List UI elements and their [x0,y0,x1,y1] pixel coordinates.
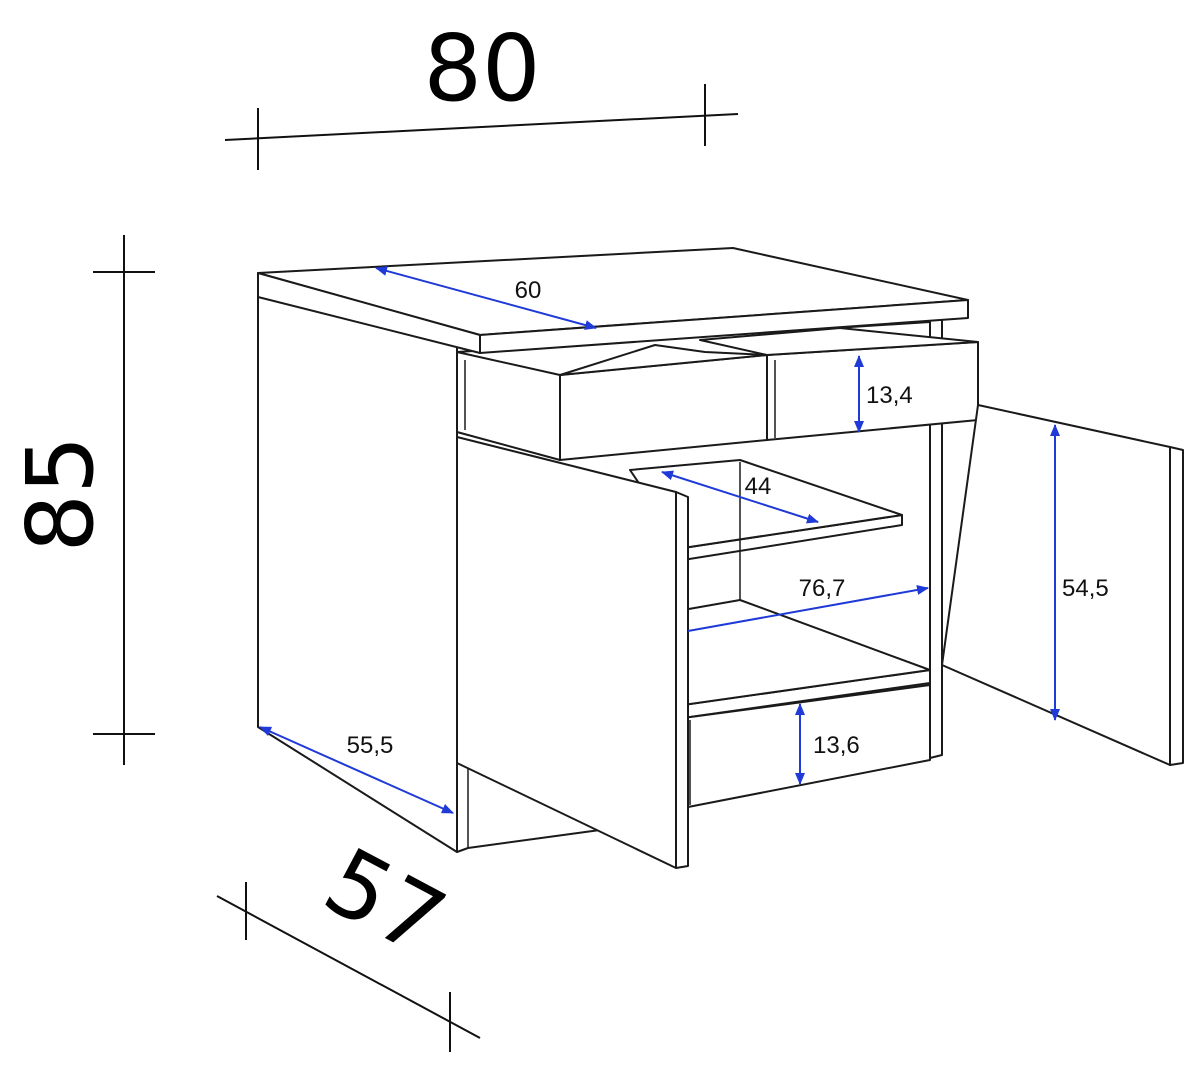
side-depth-label: 55,5 [347,732,394,759]
drawer-left-top [559,344,768,376]
top-depth-arrow [375,266,597,330]
overall-width-label: 80 [423,15,540,122]
overall-height-label: 85 [7,435,114,552]
side-depth-arrow [259,726,454,814]
overall-depth-label: 57 [308,827,462,976]
drawer-rail [456,431,561,461]
top-depth-label: 60 [515,277,542,304]
left-side-panel [257,272,458,853]
overall-width-dimension: 80 [224,15,739,170]
shelf-depth-label: 44 [745,473,772,500]
drawer-height-label: 13,4 [866,382,913,409]
drawer-right-top [699,327,979,356]
depth-dimension-line [216,895,481,1039]
inner-width-label: 76,7 [799,575,846,602]
width-dimension-line [224,113,739,141]
overall-height-dimension: 85 [7,235,155,765]
right-door-edge [1169,446,1184,766]
overall-depth-dimension: 57 [216,827,481,1052]
left-door-edge [675,491,689,869]
cabinet [257,247,1184,869]
door-height-label: 54,5 [1062,575,1109,602]
bottom-drawer-height-label: 13,6 [813,732,860,759]
inner-dimensions: 60 13,4 44 76,7 54,5 55,5 13,6 [259,266,1109,814]
inner-width-arrow [687,585,929,632]
shelf-depth-arrow [661,470,819,524]
